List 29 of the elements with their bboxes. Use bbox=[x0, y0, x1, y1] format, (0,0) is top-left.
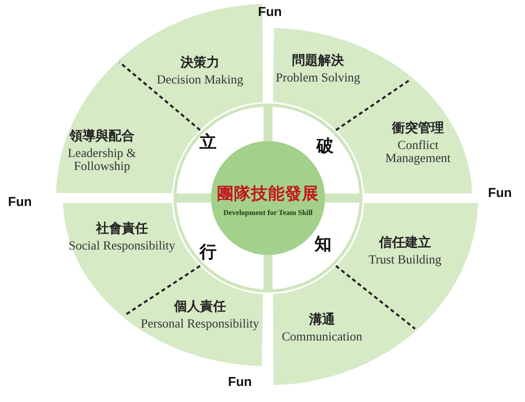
center-title: 團隊技能發展 bbox=[216, 183, 320, 205]
segment-title: 衝突管理 bbox=[390, 120, 445, 137]
ring-character: 立 bbox=[200, 132, 216, 154]
fun-label: Fun bbox=[228, 374, 252, 389]
segment-title: 信任建立 bbox=[378, 234, 432, 252]
fun-label: Fun bbox=[488, 185, 512, 200]
segment-subtitle: Decision Making bbox=[156, 73, 244, 87]
fun-label: Fun bbox=[258, 4, 282, 19]
segment-subtitle: Personal Responsibility bbox=[140, 317, 260, 331]
ring-segment bbox=[272, 266, 416, 385]
ring-segment bbox=[123, 266, 263, 366]
segment-subtitle: Conflict Management bbox=[384, 138, 452, 166]
ring-character: 破 bbox=[316, 136, 334, 158]
segment-title: 問題解決 bbox=[290, 52, 345, 70]
segment-title: 社會責任 bbox=[94, 220, 149, 238]
ring-segment bbox=[336, 202, 478, 330]
segment-title: 領導與配合 bbox=[68, 128, 136, 145]
segment-subtitle: Social Responsibility bbox=[68, 239, 176, 253]
segment-subtitle: Trust Building bbox=[368, 253, 442, 267]
ring-character: 知 bbox=[314, 234, 332, 256]
segment-subtitle: Communication bbox=[280, 330, 364, 344]
ring-character: 行 bbox=[200, 242, 216, 264]
segment-title: 決策力 bbox=[179, 54, 220, 72]
segment-subtitle: Leadership & Followship bbox=[66, 146, 138, 174]
segment-title: 溝通 bbox=[308, 311, 336, 328]
ring-segment bbox=[63, 202, 200, 317]
segment-title: 個人責任 bbox=[172, 298, 227, 316]
segment-subtitle: Problem Solving bbox=[274, 71, 362, 85]
fun-label: Fun bbox=[8, 194, 32, 209]
